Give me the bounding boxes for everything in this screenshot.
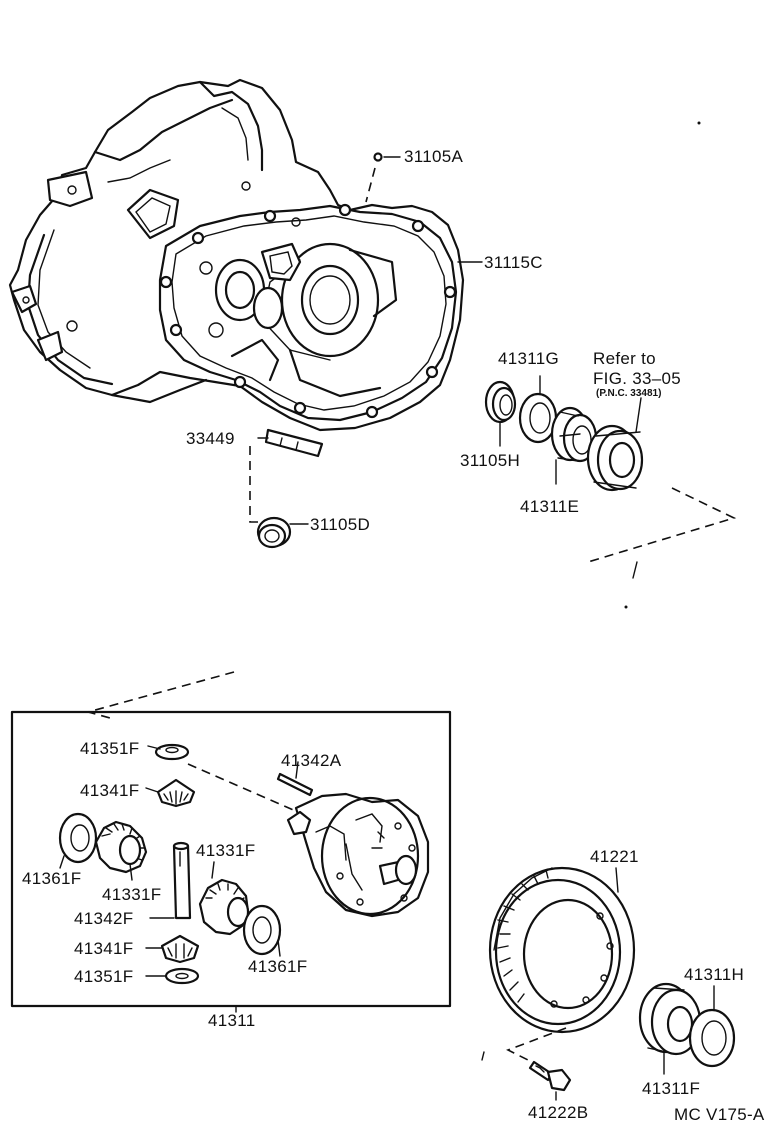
side-gear-41331f-right <box>198 861 250 936</box>
label-41311h: 41311H <box>684 965 744 984</box>
shim-41311h <box>688 985 736 1068</box>
label-41331f-right: 41331F <box>196 841 255 860</box>
label-31105h: 31105H <box>460 451 520 470</box>
ring-gear-41221 <box>488 866 636 1034</box>
label-31105a: 31105A <box>404 147 464 166</box>
label-refer-to: Refer to <box>593 349 656 368</box>
side-gear-41331f-left <box>94 820 148 881</box>
washer-41351f-top <box>147 743 190 761</box>
label-41341f-bottom: 41341F <box>74 939 133 958</box>
label-41221: 41221 <box>590 847 639 866</box>
oil-seal-31105d <box>256 516 309 549</box>
plug-31105a <box>365 152 401 203</box>
label-fig-ref: FIG. 33–05 <box>593 369 681 388</box>
label-41311: 41311 <box>208 1011 256 1030</box>
figure-code: MC V175-A <box>674 1105 765 1124</box>
washer-41351f-bottom <box>145 967 200 985</box>
pinion-shaft-41342f <box>149 841 192 920</box>
pin-41342a <box>276 761 314 797</box>
pinion-41341f-bottom <box>145 934 200 964</box>
label-41342a: 41342A <box>281 751 342 770</box>
oil-seal-31105h <box>484 380 517 447</box>
label-41361f-right: 41361F <box>248 957 307 976</box>
label-41361f-left: 41361F <box>22 869 81 888</box>
label-31105d: 31105D <box>310 515 370 534</box>
label-41311e: 41311E <box>520 497 579 516</box>
differential-case <box>286 792 430 918</box>
shim-41311g <box>518 375 558 444</box>
label-33449: 33449 <box>186 429 235 448</box>
label-41351f-bottom: 41351F <box>74 967 133 986</box>
differential-kit-box <box>10 710 452 1008</box>
label-41222b: 41222B <box>528 1103 588 1122</box>
label-41311f: 41311F <box>642 1079 700 1098</box>
label-31115c: 31115C <box>484 253 543 272</box>
pinion-41341f-top <box>145 778 196 808</box>
bearing-33481-ref <box>586 397 644 492</box>
label-41341f-top: 41341F <box>80 781 139 800</box>
thrust-washer-41361f-left <box>58 812 98 869</box>
label-41351f-top: 41351F <box>80 739 139 758</box>
label-41342f: 41342F <box>74 909 133 928</box>
label-pnc-ref: (P.N.C. 33481) <box>596 388 661 399</box>
thrust-washer-41361f-right <box>242 904 282 957</box>
label-41331f-left: 41331F <box>102 885 161 904</box>
label-41311g: 41311G <box>498 349 559 368</box>
breather-33449 <box>257 428 324 458</box>
bearing-41311f <box>638 982 702 1075</box>
bolt-41222b <box>528 1060 572 1101</box>
transaxle-case-drawing <box>8 78 465 432</box>
